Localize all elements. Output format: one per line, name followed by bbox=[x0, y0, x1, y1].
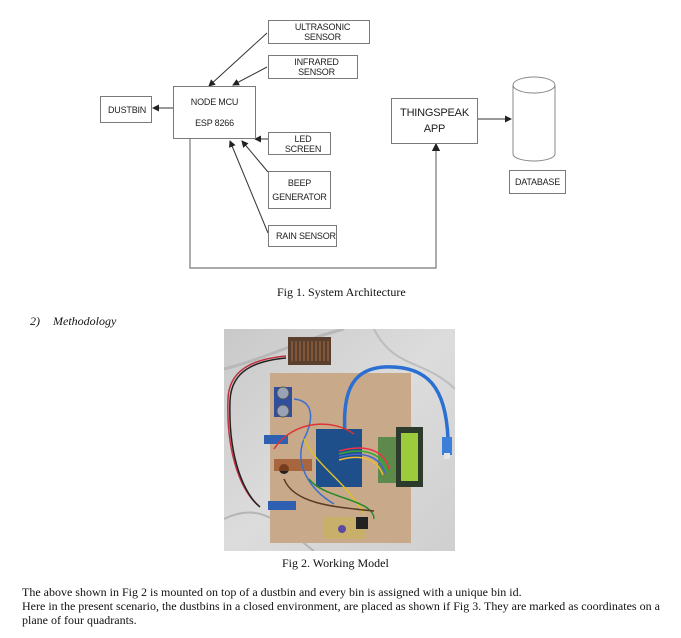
infrared-sensor-module bbox=[264, 435, 288, 444]
block-thingspeak-app: THINGSPEAK APP bbox=[391, 98, 478, 144]
soil-sensor-module bbox=[268, 501, 296, 510]
block-node-mcu-label: NODE MCU bbox=[190, 96, 239, 107]
usb-connector bbox=[442, 437, 452, 455]
section-title: Methodology bbox=[53, 314, 117, 328]
block-ultrasonic-sensor-label: ULTRASONIC SENSOR bbox=[294, 22, 351, 42]
working-model-photo bbox=[224, 329, 455, 551]
block-thingspeak-label: THINGSPEAK bbox=[400, 107, 469, 119]
system-architecture-diagram bbox=[152, 32, 556, 269]
block-ultrasonic-sensor: ULTRASONIC SENSOR bbox=[268, 20, 370, 44]
body-line-2: Here in the present scenario, the dustbi… bbox=[22, 599, 660, 627]
database-cylinder-icon bbox=[512, 76, 556, 162]
arrow-ultrasonic-to-nodemcu bbox=[208, 32, 268, 87]
section-heading: 2) Methodology bbox=[30, 314, 116, 329]
arrow-rain-to-nodemcu bbox=[229, 140, 269, 234]
rain-sensor-plate bbox=[288, 337, 331, 365]
block-dustbin-label: DUSTBIN bbox=[108, 104, 147, 115]
block-infrared-sensor-label: INFRARED SENSOR bbox=[294, 57, 339, 77]
block-database: DATABASE bbox=[509, 170, 566, 194]
arrow-infrared-to-nodemcu bbox=[232, 66, 268, 86]
figure-2-caption: Fig 2. Working Model bbox=[282, 556, 389, 570]
block-dustbin: DUSTBIN bbox=[100, 96, 152, 123]
arrow-beep-to-nodemcu bbox=[241, 140, 269, 173]
block-node-mcu-model: ESP 8266 bbox=[195, 118, 234, 129]
working-model-illustration bbox=[224, 329, 455, 551]
block-beep-generator: BEEP GENERATOR bbox=[268, 171, 331, 209]
block-led-screen-label: LED SCREEN bbox=[284, 133, 322, 154]
block-beep-label: BEEP bbox=[287, 178, 312, 188]
connector-nodemcu-to-thingspeak bbox=[189, 139, 441, 269]
body-line-1: The above shown in Fig 2 is mounted on t… bbox=[22, 585, 522, 599]
block-node-mcu: NODE MCU ESP 8266 bbox=[173, 86, 256, 139]
section-number: 2) bbox=[30, 314, 40, 328]
block-rain-sensor-label: RAIN SENSOR bbox=[276, 231, 336, 241]
block-infrared-sensor: INFRARED SENSOR bbox=[268, 55, 358, 79]
block-app-label: APP bbox=[423, 123, 446, 135]
figure-1-caption: Fig 1. System Architecture bbox=[277, 285, 406, 299]
block-led-screen: LED SCREEN bbox=[268, 132, 331, 155]
body-paragraph: The above shown in Fig 2 is mounted on t… bbox=[22, 585, 662, 627]
block-rain-sensor: RAIN SENSOR bbox=[268, 225, 337, 247]
block-generator-label: GENERATOR bbox=[272, 192, 327, 202]
block-database-label: DATABASE bbox=[514, 177, 561, 187]
